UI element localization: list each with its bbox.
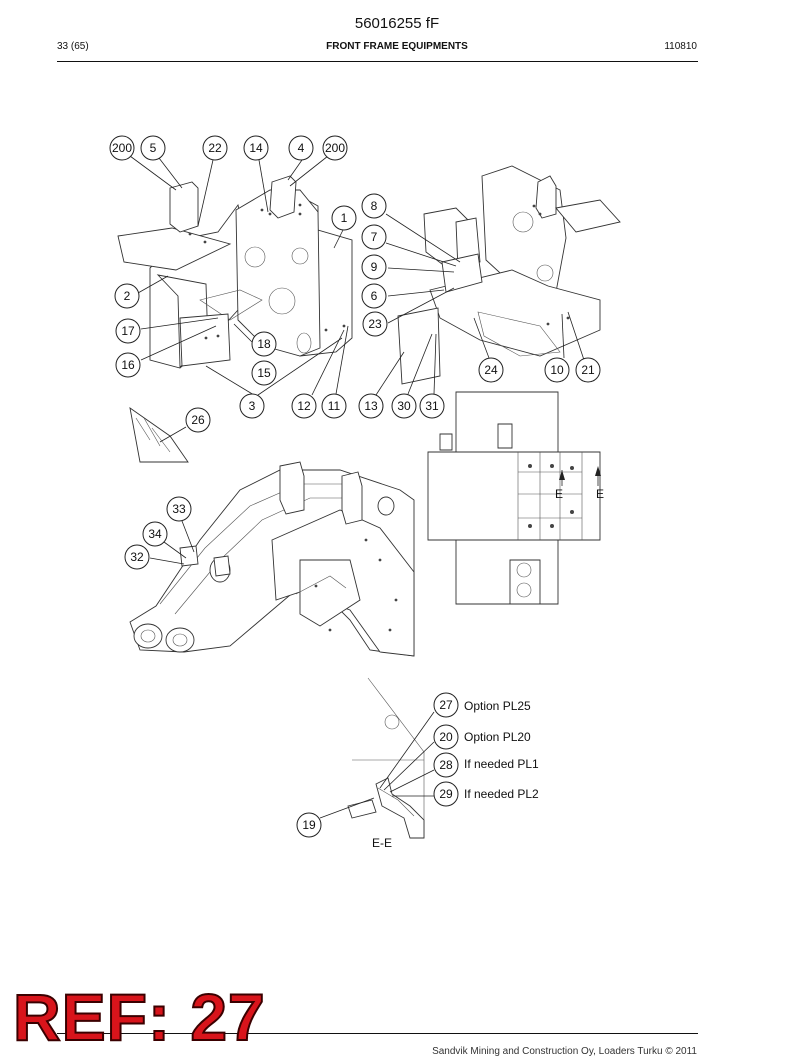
callout-16: 16 [115, 352, 141, 378]
date-code: 110810 [664, 41, 697, 52]
callouts: 200 5 22 14 4 200 1 8 7 9 2 6 17 23 18 1… [109, 135, 601, 838]
svg-text:22: 22 [208, 141, 222, 155]
svg-text:5: 5 [150, 141, 157, 155]
svg-text:20: 20 [439, 730, 453, 744]
callout-7: 7 [361, 224, 387, 250]
callout-23: 23 [362, 311, 388, 337]
svg-text:33: 33 [172, 502, 186, 516]
svg-text:18: 18 [257, 337, 271, 351]
svg-text:26: 26 [191, 413, 205, 427]
svg-text:10: 10 [550, 363, 564, 377]
svg-text:1: 1 [341, 211, 348, 225]
svg-text:28: 28 [439, 758, 453, 772]
callout-33: 33 [166, 496, 192, 522]
svg-text:200: 200 [112, 141, 132, 155]
svg-text:31: 31 [425, 399, 439, 413]
callout-13: 13 [358, 393, 384, 419]
svg-text:11: 11 [328, 399, 341, 413]
svg-text:12: 12 [297, 399, 311, 413]
front-frame-right-view [397, 165, 621, 385]
callout-27: 27 [433, 692, 459, 718]
svg-text:2: 2 [124, 289, 131, 303]
callout-22: 22 [202, 135, 228, 161]
svg-text:34: 34 [148, 527, 162, 541]
callout-28: 28 [433, 752, 459, 778]
callout-12: 12 [291, 393, 317, 419]
callout-9: 9 [361, 254, 387, 280]
svg-text:6: 6 [371, 289, 378, 303]
svg-text:16: 16 [121, 358, 135, 372]
section-view-ee [347, 677, 425, 839]
svg-text:32: 32 [130, 550, 144, 564]
svg-text:14: 14 [249, 141, 263, 155]
callout-18: 18 [251, 331, 277, 357]
callout-26: 26 [185, 407, 211, 433]
svg-text:200: 200 [325, 141, 345, 155]
svg-text:4: 4 [298, 141, 305, 155]
header-rule [57, 61, 698, 62]
svg-text:13: 13 [364, 399, 378, 413]
callout-5: 5 [140, 135, 166, 161]
callout-8: 8 [361, 193, 387, 219]
page-indicator: 33 (65) [57, 41, 89, 52]
callout-10: 10 [544, 357, 570, 383]
note-option-pl25: Option PL25 [464, 699, 531, 713]
footer-copyright: Sandvik Mining and Construction Oy, Load… [432, 1046, 697, 1057]
callout-24: 24 [478, 357, 504, 383]
callout-19: 19 [296, 812, 322, 838]
document-number: 56016255 fF [354, 15, 440, 32]
note-if-needed-pl1: If needed PL1 [464, 757, 539, 771]
callout-200-right: 200 [322, 135, 348, 161]
plan-view: E E [427, 391, 604, 605]
callout-15: 15 [251, 360, 277, 386]
callout-21: 21 [575, 357, 601, 383]
section-view-label: E-E [372, 836, 392, 850]
section-title: FRONT FRAME EQUIPMENTS [326, 41, 468, 52]
option-notes: Option PL25 Option PL20 If needed PL1 If… [372, 699, 539, 850]
callout-32: 32 [124, 544, 150, 570]
footer-rule [57, 1033, 698, 1034]
front-frame-isometric-view [129, 461, 415, 657]
callout-30: 30 [391, 393, 417, 419]
section-mark-right: E [596, 487, 604, 501]
svg-text:17: 17 [121, 324, 135, 338]
callout-31: 31 [419, 393, 445, 419]
svg-text:23: 23 [368, 317, 382, 331]
note-option-pl20: Option PL20 [464, 730, 531, 744]
front-frame-left-view [117, 175, 353, 369]
svg-text:9: 9 [371, 260, 378, 274]
callout-14: 14 [243, 135, 269, 161]
callout-3: 3 [239, 393, 265, 419]
svg-text:15: 15 [257, 366, 271, 380]
callout-29: 29 [433, 781, 459, 807]
svg-text:8: 8 [371, 199, 378, 213]
callout-200-left: 200 [109, 135, 135, 161]
svg-text:29: 29 [439, 787, 453, 801]
svg-text:27: 27 [439, 698, 453, 712]
callout-1: 1 [331, 205, 357, 231]
note-if-needed-pl2: If needed PL2 [464, 787, 539, 801]
callout-11: 11 [321, 393, 347, 419]
svg-text:19: 19 [302, 818, 316, 832]
section-mark-left: E [555, 487, 563, 501]
svg-text:7: 7 [371, 230, 378, 244]
callout-4: 4 [288, 135, 314, 161]
reference-stamp: REF: 27 [12, 980, 266, 1054]
svg-text:21: 21 [581, 363, 595, 377]
svg-text:30: 30 [397, 399, 411, 413]
detail-26-view [129, 407, 189, 463]
svg-text:24: 24 [484, 363, 498, 377]
svg-text:3: 3 [249, 399, 256, 413]
callout-34: 34 [142, 521, 168, 547]
leader-lines [129, 155, 585, 819]
callout-6: 6 [361, 283, 387, 309]
callout-20: 20 [433, 724, 459, 750]
callout-2: 2 [114, 283, 140, 309]
callout-17: 17 [115, 318, 141, 344]
